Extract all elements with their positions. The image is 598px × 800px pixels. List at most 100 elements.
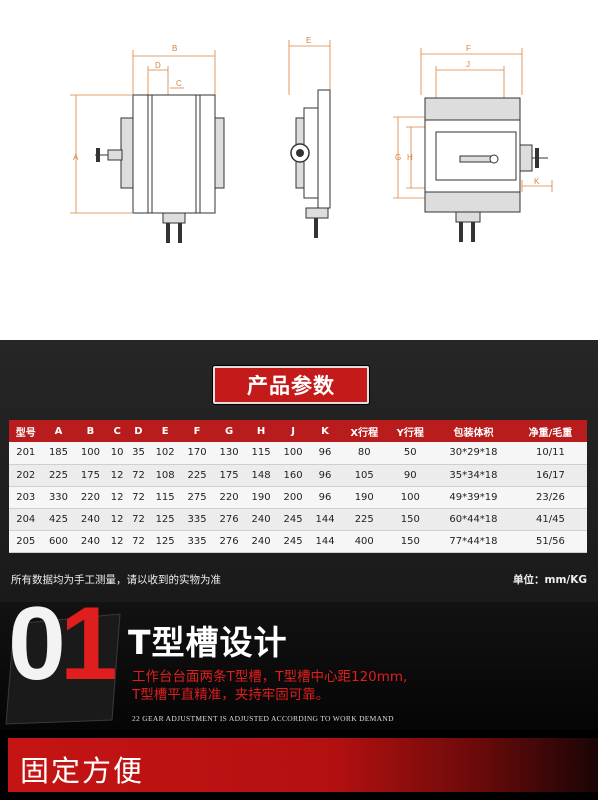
col-header: G bbox=[213, 420, 246, 442]
dim-label-f: F bbox=[466, 44, 471, 53]
dim-label-d: D bbox=[155, 61, 161, 70]
col-header: K bbox=[309, 420, 342, 442]
table-cell: 150 bbox=[387, 530, 434, 553]
spec-section: 产品参数 型号 A B C D E F G H J K X行程 Y行程 包装体积… bbox=[0, 340, 598, 602]
table-cell: 170 bbox=[181, 442, 214, 465]
col-header: Y行程 bbox=[387, 420, 434, 442]
table-cell: 105 bbox=[341, 464, 388, 487]
table-cell: 35 bbox=[127, 442, 150, 465]
table-cell: 12 bbox=[106, 530, 128, 553]
table-cell: 335 bbox=[181, 530, 214, 553]
table-cell: 240 bbox=[74, 508, 107, 531]
dim-label-k: K bbox=[534, 177, 540, 186]
col-header: 型号 bbox=[9, 420, 43, 442]
spec-table-header: 型号 A B C D E F G H J K X行程 Y行程 包装体积 净重/毛… bbox=[9, 420, 587, 442]
col-header: D bbox=[127, 420, 150, 442]
table-cell: 148 bbox=[245, 464, 278, 487]
dim-label-g: G bbox=[395, 153, 401, 162]
table-cell: 200 bbox=[277, 486, 310, 509]
table-cell: 23/26 bbox=[513, 486, 587, 509]
table-cell: 205 bbox=[9, 530, 43, 553]
front-view-drawing: B D C A bbox=[70, 44, 225, 243]
table-cell: 35*34*18 bbox=[433, 464, 514, 487]
table-cell: 175 bbox=[74, 464, 107, 487]
feature-number-first: 0 bbox=[8, 602, 66, 702]
col-header: E bbox=[149, 420, 182, 442]
feature-title: T型槽设计 bbox=[128, 623, 288, 662]
dim-label-a: A bbox=[73, 153, 79, 162]
spec-table: 型号 A B C D E F G H J K X行程 Y行程 包装体积 净重/毛… bbox=[9, 420, 587, 553]
table-cell: 96 bbox=[309, 442, 342, 465]
table-cell: 335 bbox=[181, 508, 214, 531]
banner-text: 固定方便 bbox=[20, 754, 145, 788]
table-cell: 276 bbox=[213, 530, 246, 553]
table-cell: 400 bbox=[341, 530, 388, 553]
spec-title-box: 产品参数 bbox=[213, 366, 369, 404]
col-header: C bbox=[106, 420, 128, 442]
table-cell: 190 bbox=[341, 486, 388, 509]
feature-number: 01 bbox=[8, 602, 118, 696]
unit-note: 单位：mm/KG bbox=[513, 574, 587, 586]
top-view-drawing: F J G H K bbox=[393, 44, 553, 242]
table-cell: 72 bbox=[127, 530, 150, 553]
table-cell: 240 bbox=[245, 508, 278, 531]
dim-label-c: C bbox=[176, 79, 182, 88]
table-cell: 125 bbox=[149, 508, 182, 531]
table-cell: 12 bbox=[106, 486, 128, 509]
table-cell: 30*29*18 bbox=[433, 442, 514, 465]
table-cell: 77*44*18 bbox=[433, 530, 514, 553]
spec-title: 产品参数 bbox=[247, 374, 335, 398]
col-header: H bbox=[245, 420, 278, 442]
table-cell: 72 bbox=[127, 464, 150, 487]
table-cell: 225 bbox=[42, 464, 75, 487]
feature-description: 工作台台面两条T型槽，T型槽中心距120mm, T型槽平直精准，夹持牢固可靠。 bbox=[132, 668, 407, 704]
table-cell: 72 bbox=[127, 486, 150, 509]
table-cell: 16/17 bbox=[513, 464, 587, 487]
col-header: A bbox=[42, 420, 75, 442]
feature-desc-line-1: 工作台台面两条T型槽，T型槽中心距120mm, bbox=[132, 669, 408, 685]
table-cell: 190 bbox=[245, 486, 278, 509]
col-header: J bbox=[277, 420, 310, 442]
side-view-drawing: E bbox=[288, 36, 331, 238]
table-cell: 72 bbox=[127, 508, 150, 531]
table-cell: 10 bbox=[106, 442, 128, 465]
dim-label-j: J bbox=[466, 60, 470, 69]
table-cell: 202 bbox=[9, 464, 43, 487]
table-cell: 51/56 bbox=[513, 530, 587, 553]
table-cell: 108 bbox=[149, 464, 182, 487]
table-cell: 144 bbox=[309, 508, 342, 531]
table-cell: 203 bbox=[9, 486, 43, 509]
table-cell: 245 bbox=[277, 508, 310, 531]
table-cell: 225 bbox=[181, 464, 214, 487]
table-cell: 240 bbox=[74, 530, 107, 553]
feature-number-bg bbox=[5, 613, 121, 725]
table-cell: 80 bbox=[341, 442, 388, 465]
table-cell: 96 bbox=[309, 464, 342, 487]
table-cell: 60*44*18 bbox=[433, 508, 514, 531]
table-cell: 144 bbox=[309, 530, 342, 553]
table-cell: 100 bbox=[387, 486, 434, 509]
table-cell: 330 bbox=[42, 486, 75, 509]
table-cell: 115 bbox=[149, 486, 182, 509]
drawing-svg: .o { stroke: #d9813f; stroke-width: 0.8;… bbox=[70, 36, 553, 243]
table-cell: 220 bbox=[74, 486, 107, 509]
feature-subtitle: 22 GEAR ADJUSTMENT IS ADJUSTED ACCORDING… bbox=[132, 714, 394, 723]
table-cell: 175 bbox=[213, 464, 246, 487]
technical-drawings: .o { stroke: #d9813f; stroke-width: 0.8;… bbox=[0, 0, 598, 340]
table-cell: 50 bbox=[387, 442, 434, 465]
col-header: F bbox=[181, 420, 214, 442]
feature-desc-line-2: T型槽平直精准，夹持牢固可靠。 bbox=[132, 687, 330, 703]
dim-label-h: H bbox=[407, 153, 413, 162]
table-cell: 220 bbox=[213, 486, 246, 509]
feature-number-second: 1 bbox=[59, 602, 118, 702]
table-cell: 185 bbox=[42, 442, 75, 465]
dim-label-b: B bbox=[172, 44, 177, 53]
table-cell: 245 bbox=[277, 530, 310, 553]
table-cell: 12 bbox=[106, 508, 128, 531]
table-cell: 10/11 bbox=[513, 442, 587, 465]
table-cell: 204 bbox=[9, 508, 43, 531]
